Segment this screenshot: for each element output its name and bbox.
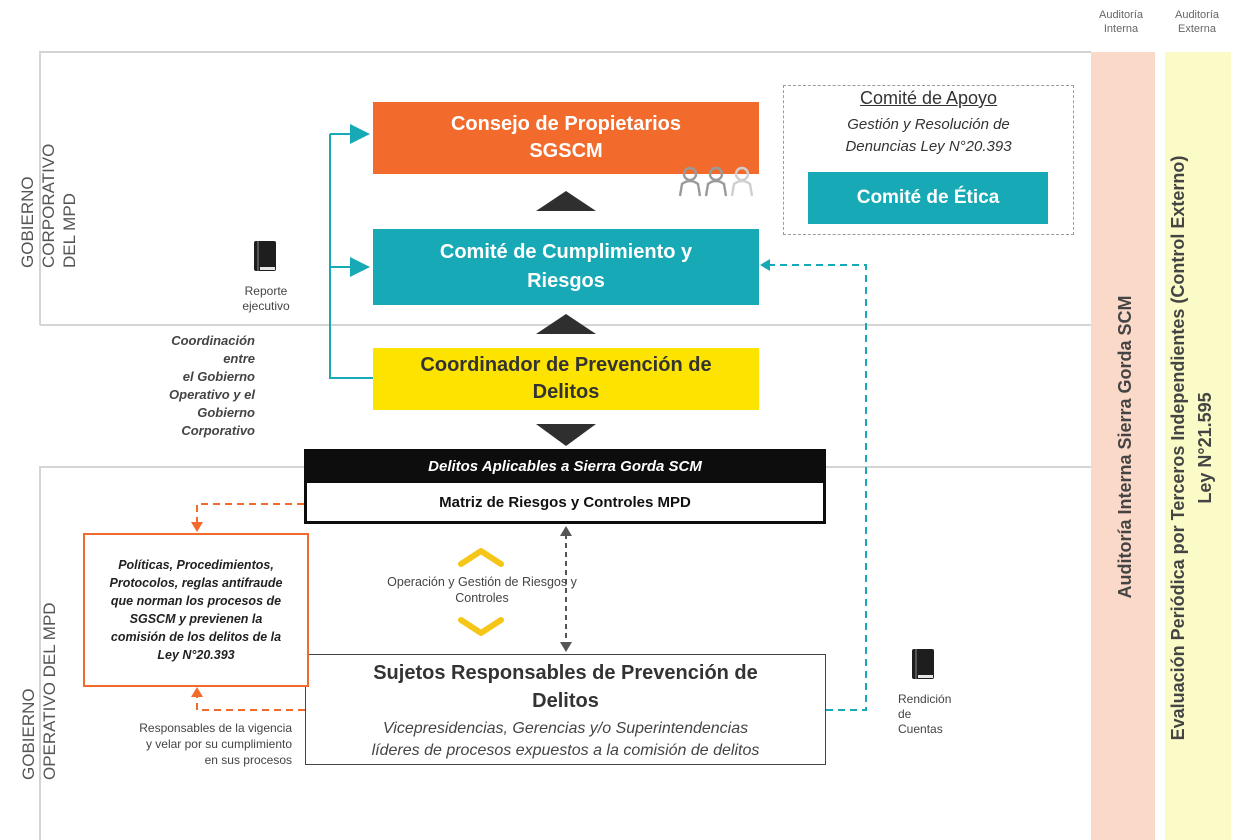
operacion-gestion-label: Operación y Gestión de Riesgos y Control…	[387, 575, 577, 605]
rendicion-cuentas-label: Rendición de Cuentas	[898, 692, 952, 736]
coordinacion-label: Coordinación entre el Gobierno Operativo…	[169, 333, 255, 438]
left-border-top	[39, 51, 41, 325]
comite-cumplimiento-box: Comité de Cumplimiento y Riesgos	[373, 229, 759, 305]
left-border-bottom	[39, 466, 41, 840]
people-icon	[678, 166, 754, 197]
responsables-label: Responsables de la vigencia y velar por …	[139, 721, 292, 767]
comite-apoyo-panel	[783, 85, 1074, 235]
delitos-aplicables-bar: Delitos Aplicables a Sierra Gorda SCM	[304, 449, 826, 483]
consejo-propietarios-box: Consejo de Propietarios SGSCM	[373, 102, 759, 174]
sujetos-title: Sujetos Responsables de Prevención de De…	[373, 662, 758, 712]
teal-report-connector	[329, 124, 373, 379]
comite-apoyo-subtitle: Gestión y Resolución de Denuncias Ley N°…	[845, 116, 1012, 155]
politicas-box: Políticas, Procedimientos, Protocolos, r…	[83, 533, 309, 687]
matriz-riesgos-box: Matriz de Riesgos y Controles MPD	[304, 483, 826, 524]
sujetos-responsables-box: Sujetos Responsables de Prevención de De…	[305, 654, 826, 765]
comite-apoyo-title: Comité de Apoyo	[859, 88, 998, 108]
comite-etica-box: Comité de Ética	[808, 172, 1048, 224]
coordinador-box: Coordinador de Prevención de Delitos	[373, 348, 759, 410]
chevron-up-icon	[458, 548, 504, 567]
chevron-down-icon	[458, 617, 504, 636]
external-audit-band	[1165, 52, 1231, 840]
arrow-up-to-comite	[536, 314, 596, 334]
orange-dashed-connector	[196, 503, 305, 711]
internal-audit-band	[1091, 52, 1155, 840]
reporte-ejecutivo-label: Reporte ejecutivo	[242, 284, 290, 313]
arrow-down-to-delitos	[536, 424, 596, 446]
top-divider	[40, 51, 1091, 53]
book-icon	[912, 649, 934, 679]
internal-audit-header: Auditoría Interna	[1098, 9, 1144, 35]
book-icon	[254, 241, 276, 271]
sujetos-subtitle: Vicepresidencias, Gerencias y/o Superint…	[371, 720, 760, 759]
arrow-up-to-consejo	[536, 191, 596, 211]
teal-dashed-connector	[770, 264, 867, 711]
external-audit-header: Auditoría Externa	[1174, 9, 1220, 35]
